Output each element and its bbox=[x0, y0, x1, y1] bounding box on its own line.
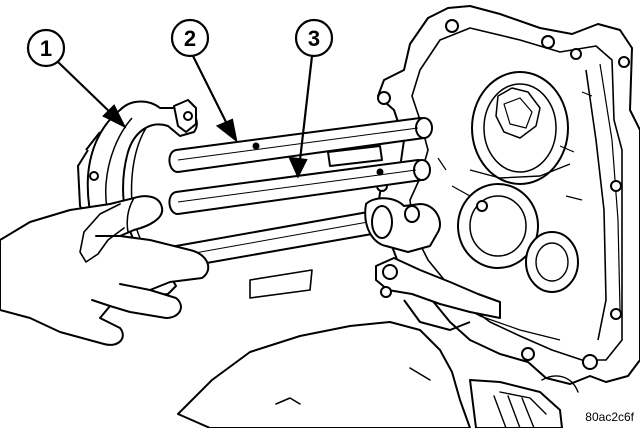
callout-circle bbox=[28, 30, 64, 66]
figure-reference-code: 80ac2c6f bbox=[585, 410, 634, 424]
leader-line-3 bbox=[300, 56, 312, 160]
leader-arrowhead-3 bbox=[290, 158, 306, 176]
callout-circle bbox=[296, 20, 332, 56]
callout-3: 3 bbox=[296, 20, 332, 56]
technician-hands bbox=[0, 196, 578, 428]
transfer-case-housing bbox=[377, 6, 640, 384]
leader-arrowhead-1 bbox=[104, 106, 124, 126]
callout-number-2: 2 bbox=[184, 26, 196, 51]
leader-line-1 bbox=[58, 62, 114, 116]
mounting-bracket bbox=[376, 258, 500, 330]
callout-number-1: 1 bbox=[40, 36, 52, 61]
leader-arrowhead-2 bbox=[218, 120, 236, 140]
callout-leaders bbox=[58, 54, 312, 176]
callout-circle bbox=[172, 20, 208, 56]
callout-2: 2 bbox=[172, 20, 208, 56]
leader-line-2 bbox=[192, 54, 228, 126]
callout-number-3: 3 bbox=[308, 26, 320, 51]
callout-1: 1 bbox=[28, 30, 64, 66]
